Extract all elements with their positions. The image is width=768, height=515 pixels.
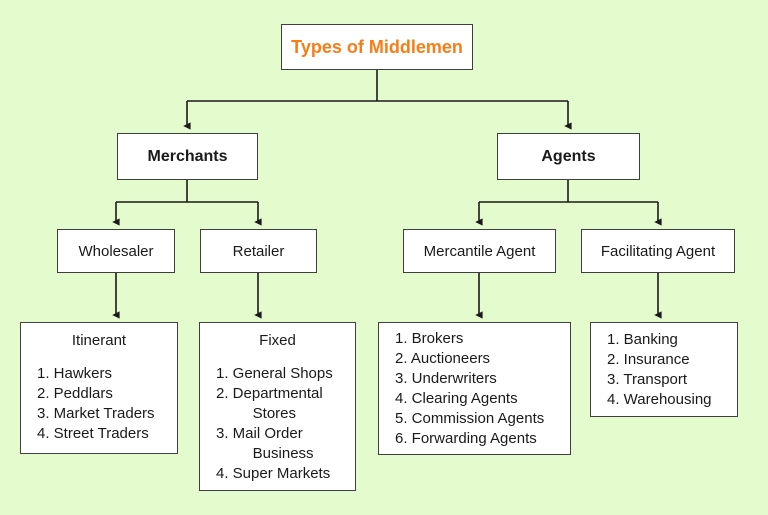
- node-merchants[interactable]: Merchants: [117, 133, 258, 180]
- node-title-retailer: Retailer: [232, 242, 285, 260]
- list-item: 2. Auctioneers: [395, 349, 491, 367]
- list-item: 4. Clearing Agents: [395, 389, 518, 407]
- node-itinerant[interactable]: Itinerant 1. Hawkers 2. Peddlars 3. Market…: [20, 322, 178, 454]
- list-item: 3. Underwriters: [395, 369, 497, 387]
- node-title-root: Types of Middlemen: [291, 36, 463, 57]
- node-mercantile-agent[interactable]: Mercantile Agent: [403, 229, 556, 273]
- leaf-list-itinerant: 1. Hawkers 2. Peddlars 3. Market Traders 4.…: [21, 364, 177, 444]
- node-title-wholesaler: Wholesaler: [78, 242, 154, 260]
- list-item: 3. Transport: [607, 370, 688, 388]
- list-item: 2. Peddlars: [37, 385, 113, 402]
- node-agents[interactable]: Agents: [497, 133, 640, 180]
- list-item: 4. Super Markets: [216, 465, 331, 482]
- node-facilitating-agent-list[interactable]: 1. Banking 2. Insurance 3. Transport 4. War…: [590, 322, 738, 417]
- node-mercantile-agent-list[interactable]: 1. Brokers 2. Auctioneers 3. Underwriters 4…: [378, 322, 571, 455]
- node-retailer[interactable]: Retailer: [200, 229, 317, 273]
- leaf-list-mercantile: 1. Brokers 2. Auctioneers 3. Underwriters 4…: [379, 329, 570, 449]
- node-title-agents: Agents: [541, 148, 596, 165]
- list-item: 5. Commission Agents: [395, 409, 545, 427]
- node-title-facilitating-agent: Facilitating Agent: [600, 242, 716, 260]
- node-facilitating-agent[interactable]: Facilitating Agent: [581, 229, 735, 273]
- list-item: 6. Forwarding Agents: [395, 429, 537, 447]
- node-title-merchants: Merchants: [147, 148, 228, 165]
- list-item: 2. Departmental Stores: [216, 385, 323, 422]
- list-item: 1. Banking: [607, 330, 678, 348]
- list-item: 4. Street Traders: [37, 425, 149, 442]
- list-item: 4. Warehousing: [607, 390, 712, 408]
- leaf-heading-itinerant: Itinerant: [71, 332, 127, 349]
- leaf-heading-fixed: Fixed: [259, 332, 296, 349]
- node-wholesaler[interactable]: Wholesaler: [57, 229, 175, 273]
- list-item: 2. Insurance: [607, 350, 690, 368]
- node-fixed[interactable]: Fixed 1. General Shops 2. Departmental St…: [199, 322, 356, 491]
- node-title-mercantile-agent: Mercantile Agent: [423, 242, 536, 260]
- list-item: 3. Mail Order Business: [216, 425, 314, 462]
- list-item: 1. Brokers: [395, 329, 464, 347]
- list-item: 1. Hawkers: [37, 365, 113, 382]
- list-item: 1. General Shops: [216, 365, 333, 382]
- node-types-of-middlemen[interactable]: Types of Middlemen: [281, 24, 473, 70]
- leaf-list-facilitating: 1. Banking 2. Insurance 3. Transport 4. War…: [591, 330, 737, 410]
- list-item: 3. Market Traders: [37, 405, 155, 422]
